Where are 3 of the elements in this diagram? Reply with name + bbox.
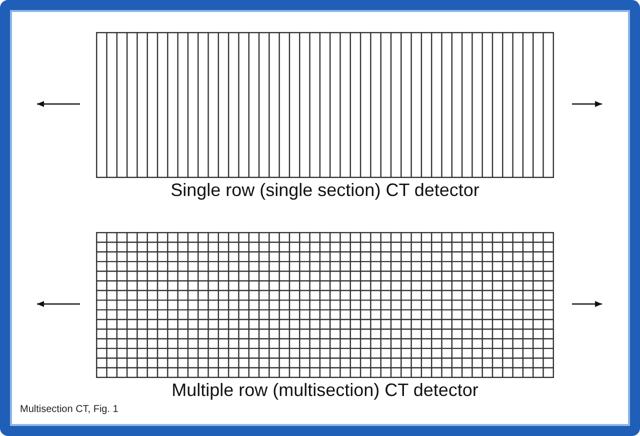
figure-caption: Multisection CT, Fig. 1 xyxy=(20,404,118,415)
detector-caption: Single row (single section) CT detector xyxy=(170,180,480,201)
detector-caption: Multiple row (multisection) CT detector xyxy=(170,380,480,401)
